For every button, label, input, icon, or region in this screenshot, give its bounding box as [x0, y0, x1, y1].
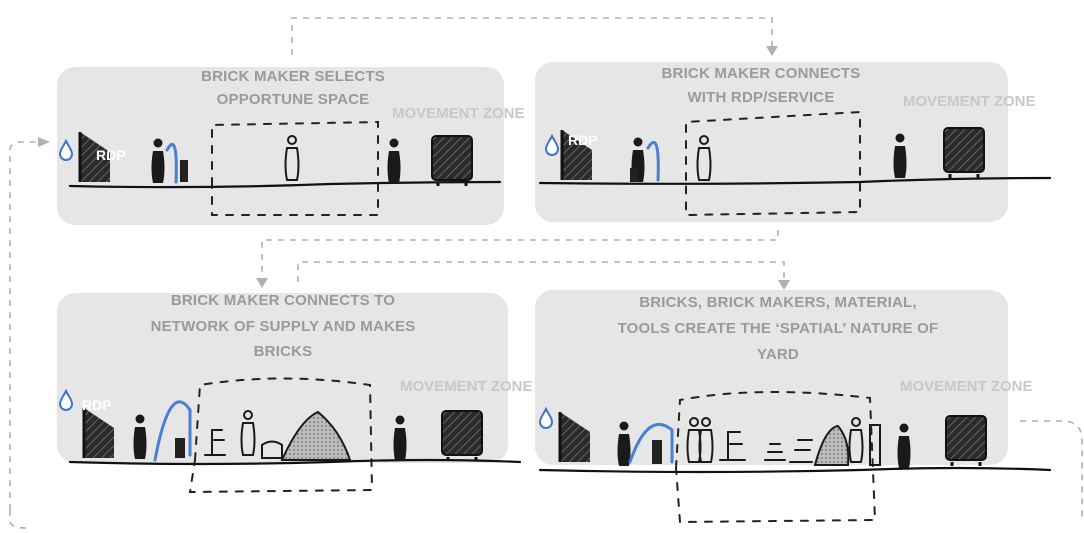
panel-4: BRICKS, BRICK MAKERS, MATERIAL, TOOLS CR…: [535, 290, 1052, 524]
panel-1-title-line1: BRICK MAKER SELECTS: [201, 68, 385, 85]
panel-3-title-line2: NETWORK OF SUPPLY AND MAKES: [151, 318, 416, 335]
brick-stack-icon: [764, 443, 786, 461]
panel-4-title-line2: TOOLS CREATE THE ‘SPATIAL’ NATURE OF: [618, 320, 939, 337]
bin-icon: [944, 414, 988, 468]
brick-mould-icon: [204, 429, 226, 456]
panel-1-movement-zone-label: MOVEMENT ZONE: [392, 105, 525, 122]
panel-3-title-line3: BRICKS: [254, 343, 313, 360]
brick-column-icon: [869, 424, 881, 466]
bin-icon: [942, 126, 986, 180]
panel-3-background: [57, 293, 508, 463]
flow-arrows: [9, 17, 1083, 529]
panel-4-background: [535, 290, 1008, 465]
tool-icon: [630, 168, 638, 182]
panel-3: BRICK MAKER CONNECTS TO NETWORK OF SUPPL…: [57, 292, 533, 494]
tool-icon: [652, 440, 662, 464]
panel-1-title-line2: OPPORTUNE SPACE: [217, 91, 370, 108]
panel-1-yard-boundary: [211, 120, 379, 216]
panel-2-rdp-label: RDP: [568, 132, 598, 148]
panel-3-movement-zone-label: MOVEMENT ZONE: [400, 378, 533, 395]
panel-2-background: [535, 62, 1008, 222]
panel-3-yard-boundary: [188, 377, 374, 494]
panel-2-yard-boundary: [685, 110, 861, 217]
brick-stack-icon: [789, 439, 813, 463]
panel-1-background: [57, 67, 504, 225]
panel-3-rdp-label: RDP: [82, 397, 112, 413]
panel-4-movement-zone-label: MOVEMENT ZONE: [900, 378, 1033, 395]
panel-4-yard-boundary: [674, 391, 877, 524]
brick-stack-icon: [261, 440, 283, 459]
panel-2-title-line2: WITH RDP/SERVICE: [687, 89, 834, 106]
panel-4-title-line1: BRICKS, BRICK MAKERS, MATERIAL,: [639, 294, 917, 311]
panel-2-movement-zone-label: MOVEMENT ZONE: [903, 93, 1036, 110]
brick-mould-icon: [719, 431, 746, 461]
sand-pile-icon: [280, 410, 352, 461]
bin-icon: [430, 134, 474, 188]
tool-icon: [175, 438, 185, 458]
panel-4-title-line3: YARD: [757, 346, 799, 363]
panel-2-title-line1: BRICK MAKER CONNECTS: [662, 65, 861, 82]
tool-icon: [180, 160, 188, 182]
sand-pile-icon: [813, 424, 850, 466]
panel-3-title-line1: BRICK MAKER CONNECTS TO: [171, 292, 395, 309]
panel-1: BRICK MAKER SELECTS OPPORTUNE SPACE MOVE…: [57, 67, 525, 225]
panel-2: BRICK MAKER CONNECTS WITH RDP/SERVICE MO…: [535, 62, 1052, 222]
panel-1-rdp-label: RDP: [96, 147, 126, 163]
bin-icon: [440, 409, 484, 463]
